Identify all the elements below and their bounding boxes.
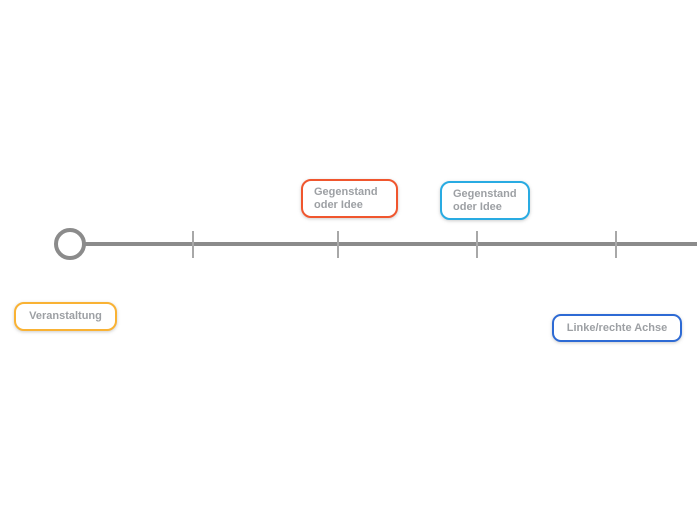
timeline-start-circle[interactable]: [54, 228, 86, 260]
topic-node-orange[interactable]: Gegenstand oder Idee: [301, 179, 398, 218]
event-node[interactable]: Veranstaltung: [14, 302, 117, 331]
axis-tick-marker: [476, 231, 478, 258]
axis-tick-marker: [337, 231, 339, 258]
topic-node-blue[interactable]: Gegenstand oder Idee: [440, 181, 530, 220]
axis-tick-marker: [192, 231, 194, 258]
axis-tick-marker: [615, 231, 617, 258]
axis-label-node[interactable]: Linke/rechte Achse: [552, 314, 682, 342]
timeline-axis-line[interactable]: [85, 242, 697, 246]
